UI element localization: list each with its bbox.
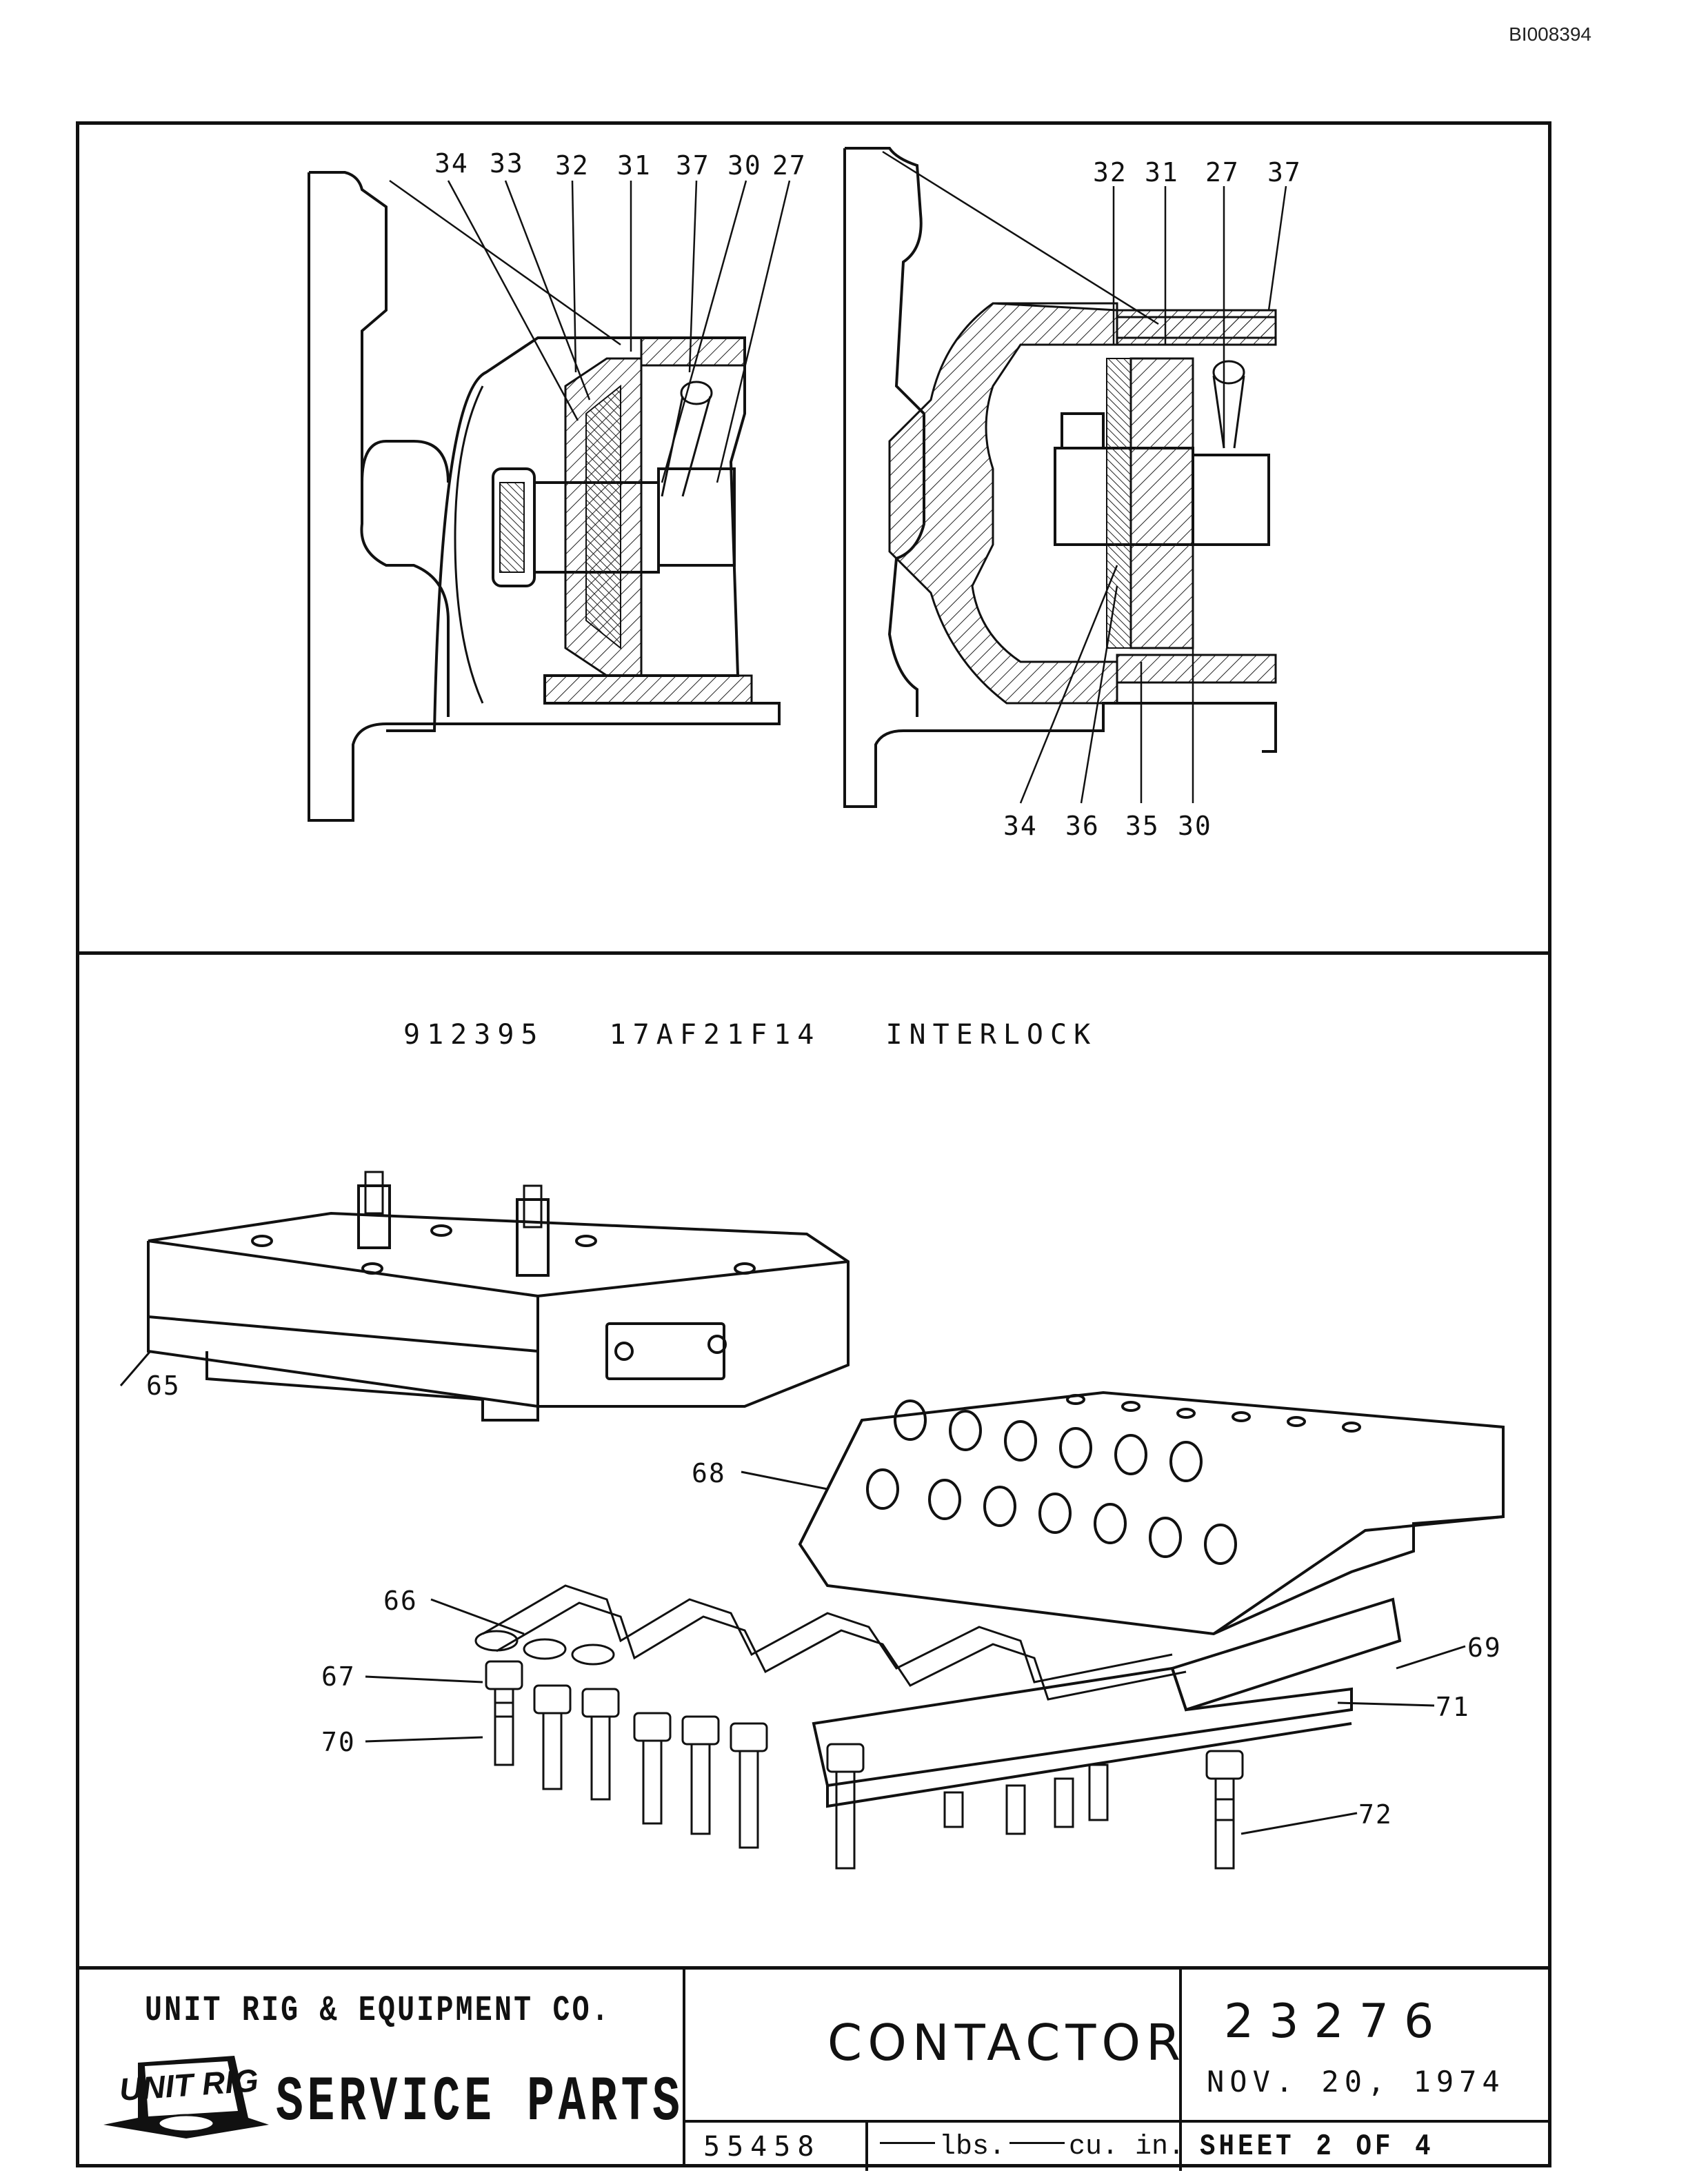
callout-37-left: 37 — [676, 150, 710, 181]
callout-66: 66 — [383, 1586, 418, 1616]
code-number: 55458 — [703, 2131, 821, 2163]
callout-33-left: 33 — [490, 148, 524, 179]
sheet-of: OF — [1356, 2130, 1394, 2164]
sheet-label: SHEET — [1200, 2130, 1295, 2164]
drawing-title: CONTACTOR — [827, 2014, 1187, 2072]
callout-27-left: 27 — [772, 150, 807, 181]
section-divider — [76, 951, 1551, 955]
right-leader-lines — [882, 150, 1287, 804]
sheet-total: 4 — [1415, 2130, 1434, 2164]
cross-section-drawings — [308, 147, 1287, 822]
callout-68: 68 — [692, 1458, 726, 1488]
callout-35-right: 35 — [1125, 811, 1160, 841]
caption-model: 17AF21F14 — [609, 1019, 821, 1051]
drawing-number: 23276 — [1224, 1994, 1449, 2049]
document-id: BI008394 — [1509, 23, 1591, 45]
company-name: UNIT RIG & EQUIPMENT CO. — [145, 1990, 611, 2031]
callout-71: 71 — [1436, 1692, 1470, 1722]
title-block: UNIT RIG & EQUIPMENT CO. UNIT RIG SERVIC… — [76, 1966, 1551, 2171]
callout-32-left: 32 — [555, 150, 590, 181]
callout-36-right: 36 — [1065, 811, 1100, 841]
callout-27-right: 27 — [1205, 157, 1240, 188]
title-block-bottom-row: 55458 lbs. cu. in. SHEET 2 OF 4 — [683, 2120, 1551, 2171]
callout-34-left: 34 — [434, 148, 469, 179]
drawing-frame — [76, 121, 1551, 2167]
callout-65: 65 — [146, 1371, 181, 1401]
volume-unit: cu. in. — [1069, 2131, 1185, 2163]
left-section-view — [308, 171, 781, 822]
callout-69: 69 — [1467, 1632, 1502, 1663]
weight-volume-field: lbs. cu. in. — [876, 2123, 1185, 2171]
callout-32-right: 32 — [1093, 157, 1127, 188]
callout-31-right: 31 — [1145, 157, 1179, 188]
callout-72: 72 — [1358, 1799, 1393, 1830]
callout-67: 67 — [321, 1661, 356, 1692]
callout-31-left: 31 — [617, 150, 652, 181]
callout-37-right: 37 — [1267, 157, 1302, 188]
weight-unit: lbs. — [939, 2131, 1006, 2163]
callout-30-left: 30 — [727, 150, 762, 181]
sheet-info: SHEET 2 OF 4 — [1200, 2123, 1455, 2171]
service-parts-label: SERVICE PARTS — [276, 2066, 684, 2138]
caption-part-number: 912395 — [403, 1019, 545, 1051]
callout-34-right: 34 — [1003, 811, 1038, 841]
unit-rig-logo: UNIT RIG — [103, 2056, 269, 2138]
sheet-number: 2 — [1316, 2130, 1335, 2164]
drawing-date: NOV. 20, 1974 — [1207, 2065, 1505, 2099]
left-leader-lines — [389, 179, 791, 483]
callout-70: 70 — [321, 1727, 356, 1757]
callout-30-right: 30 — [1178, 811, 1212, 841]
caption-name: INTERLOCK — [885, 1019, 1098, 1051]
interlock-caption: 912395 17AF21F14 INTERLOCK — [403, 1019, 1138, 1051]
